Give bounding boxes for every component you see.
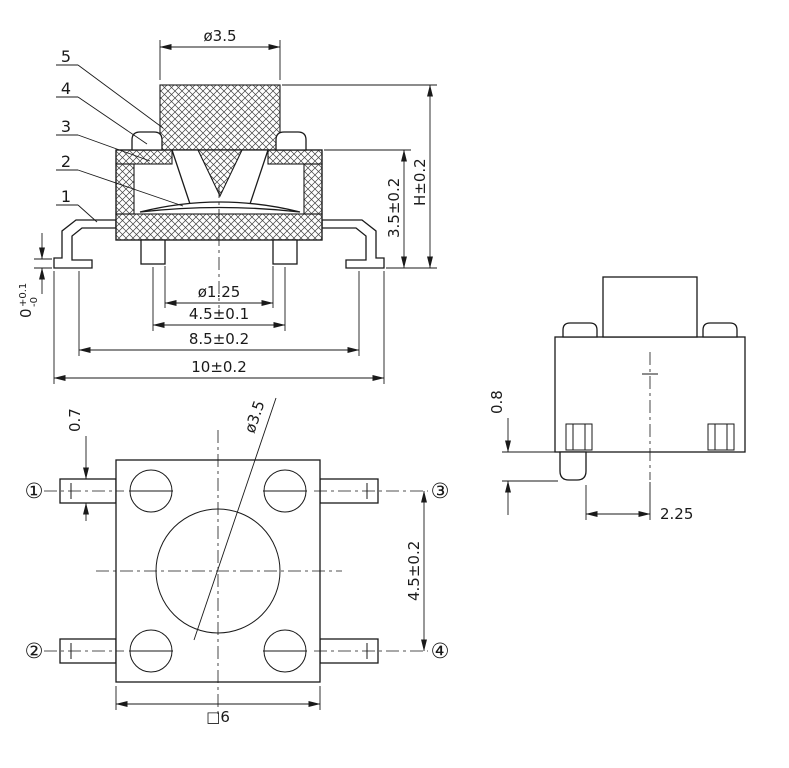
dim-body-square-label: □6 — [206, 708, 230, 726]
side-right-bump — [702, 322, 738, 338]
dim-body-height: 3.5±0.2 — [324, 149, 411, 269]
right-lead — [321, 219, 385, 269]
dim-peg-diameter-label: ø1.25 — [198, 283, 241, 301]
dim-cap-diameter-label: ø3.5 — [203, 27, 236, 45]
dim-peg-pitch-label: 4.5±0.1 — [189, 305, 249, 323]
dim-peg-pitch: 4.5±0.1 — [152, 267, 286, 331]
dim-coplanarity-value: 0 — [17, 308, 35, 318]
dim-lead-width: 0.7 — [66, 408, 89, 521]
dim-lead-span: 8.5±0.2 — [78, 271, 360, 356]
side-left-bump — [562, 322, 598, 338]
left-lead — [53, 219, 117, 269]
dim-lead-height: 0.8 — [488, 390, 558, 515]
left-wall-section — [115, 163, 135, 215]
dim-button-diameter-label: ø3.5 — [241, 398, 269, 435]
dim-lead-span-label: 8.5±0.2 — [189, 330, 249, 348]
right-peg — [272, 239, 298, 265]
pin-balloon-3: ③ — [431, 479, 450, 503]
cover-right-section — [267, 149, 323, 165]
side-stem — [602, 276, 698, 338]
dim-coplanarity-lower: -0 — [29, 297, 40, 307]
left-peg — [140, 239, 166, 265]
side-left-terminal — [565, 423, 593, 451]
right-wall-section — [303, 163, 323, 215]
dim-overall-width: 10±0.2 — [53, 271, 385, 384]
dim-body-height-label: 3.5±0.2 — [385, 178, 403, 238]
side-view: 0.8 2.25 — [488, 276, 746, 523]
left-cover-bump — [131, 131, 163, 151]
dim-body-square: □6 — [115, 686, 321, 726]
plunger-stem-section — [159, 84, 281, 151]
part-leaders: 5 4 3 2 1 — [56, 47, 184, 223]
plunger-core-section — [197, 149, 243, 198]
dim-cap-diameter: ø3.5 — [159, 27, 281, 80]
dim-total-height-label: H±0.2 — [411, 158, 429, 206]
right-cover-bump — [275, 131, 307, 151]
dim-peg-diameter: ø1.25 — [164, 266, 274, 308]
dim-coplanarity-upper: +0.1 — [18, 283, 29, 307]
dim-lead-width-label: 0.7 — [66, 408, 84, 432]
side-right-terminal — [707, 423, 735, 451]
dim-total-height: H±0.2 — [282, 84, 437, 269]
top-plan-view: ø3.5 ① ② ③ ④ 0.7 4.5±0.2 □6 — [25, 397, 450, 726]
dim-coplanarity: 0 +0.1 -0 — [17, 233, 52, 318]
dim-pin-pitch: 4.5±0.2 — [405, 490, 427, 652]
part-label-4: 4 — [61, 79, 71, 98]
part-label-5: 5 — [61, 47, 71, 66]
part-label-2: 2 — [61, 152, 71, 171]
part-label-3: 3 — [61, 117, 71, 136]
pin-balloon-4: ④ — [431, 639, 450, 663]
dim-pin-pitch-label: 4.5±0.2 — [405, 541, 423, 601]
front-section-view: 5 4 3 2 1 ø3.5 3.5 — [17, 27, 437, 384]
dim-lead-offset-label: 2.25 — [660, 505, 693, 523]
side-lead-foot — [559, 451, 587, 481]
button-diameter-leader — [193, 397, 277, 641]
pin-balloon-1: ① — [25, 479, 44, 503]
pin-balloon-2: ② — [25, 639, 44, 663]
dim-lead-offset: 2.25 — [585, 482, 693, 523]
part-label-1: 1 — [61, 187, 71, 206]
dim-overall-width-label: 10±0.2 — [191, 358, 247, 376]
dim-lead-height-label: 0.8 — [488, 390, 506, 414]
